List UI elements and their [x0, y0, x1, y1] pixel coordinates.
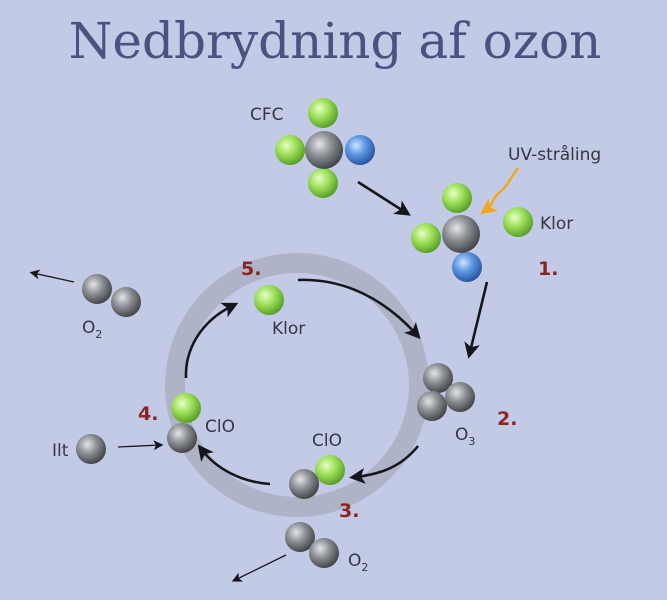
fluorine-atom: [452, 252, 482, 282]
cfc-molecule: [275, 98, 375, 198]
oxygen-atom-ilt: [76, 434, 106, 464]
o2-label-left: O2: [82, 318, 102, 341]
clo-label-left: ClO: [205, 417, 235, 437]
oxygen-atom: [445, 382, 475, 412]
arrow-cycle-5-to-2: [297, 278, 421, 340]
reaction-cycle-ring: [165, 253, 429, 517]
carbon-atom: [442, 215, 480, 253]
chlorine-atom: [275, 135, 305, 165]
o2-left-main: O: [82, 318, 95, 338]
broken-cfc-molecule: [411, 183, 482, 282]
uv-arrow: [480, 167, 519, 215]
klor-label-top: Klor: [540, 214, 573, 234]
ilt-label: Ilt: [52, 441, 69, 461]
o3-main: O: [455, 425, 468, 445]
oxygen-atom: [309, 538, 339, 568]
o2-left-subscript: 2: [95, 328, 102, 341]
oxygen-atom: [111, 287, 141, 317]
chlorine-atom-cycle: [254, 285, 284, 315]
step-2-number: 2.: [497, 408, 517, 430]
arrow-ilt-in: [117, 440, 164, 451]
clo-label-bottom: ClO: [312, 431, 342, 451]
chlorine-atom: [442, 183, 472, 213]
chlorine-atom: [315, 455, 345, 485]
oxygen-atom: [82, 274, 112, 304]
ozone-molecule: [417, 363, 475, 421]
arrow-cycle-4-to-5: [184, 302, 239, 379]
fluorine-atom: [345, 135, 375, 165]
free-chlorine-atom: [503, 207, 533, 237]
chlorine-atom: [171, 393, 201, 423]
cfc-label: CFC: [250, 105, 284, 125]
clo-molecule-left: [167, 393, 201, 453]
o2-molecule-left: [82, 274, 141, 317]
klor-label-cycle: Klor: [272, 319, 305, 339]
chlorine-atom: [308, 168, 338, 198]
oxygen-atom: [285, 522, 315, 552]
diagram-title: Nedbrydning af ozon: [69, 12, 602, 70]
arrow-step1-to-ozone: [464, 281, 489, 359]
chlorine-atom: [308, 98, 338, 128]
arrow-o2-out-left: [29, 269, 75, 283]
arrow-cycle-3-to-4: [197, 444, 271, 486]
o2-molecule-bottom: [285, 522, 339, 568]
o2-label-bottom: O2: [348, 551, 368, 574]
chlorine-atom: [411, 223, 441, 253]
oxygen-atom: [423, 363, 453, 393]
o3-subscript: 3: [468, 435, 475, 448]
o2-bottom-main: O: [348, 551, 361, 571]
uv-label: UV-stråling: [508, 144, 601, 165]
step-3-number: 3.: [339, 500, 359, 522]
oxygen-atom: [167, 423, 197, 453]
clo-molecule-bottom: [289, 455, 345, 499]
arrow-o2-out-bottom: [231, 554, 287, 582]
arrow-cfc-to-step1: [357, 180, 411, 216]
o2-bottom-subscript: 2: [361, 561, 368, 574]
oxygen-atom: [417, 391, 447, 421]
step-4-number: 4.: [138, 403, 158, 425]
carbon-atom: [305, 131, 343, 169]
step-1-number: 1.: [538, 258, 558, 280]
oxygen-atom: [289, 469, 319, 499]
arrow-cycle-2-to-3: [349, 445, 420, 484]
step-5-number: 5.: [241, 258, 261, 280]
o3-label: O3: [455, 425, 475, 448]
